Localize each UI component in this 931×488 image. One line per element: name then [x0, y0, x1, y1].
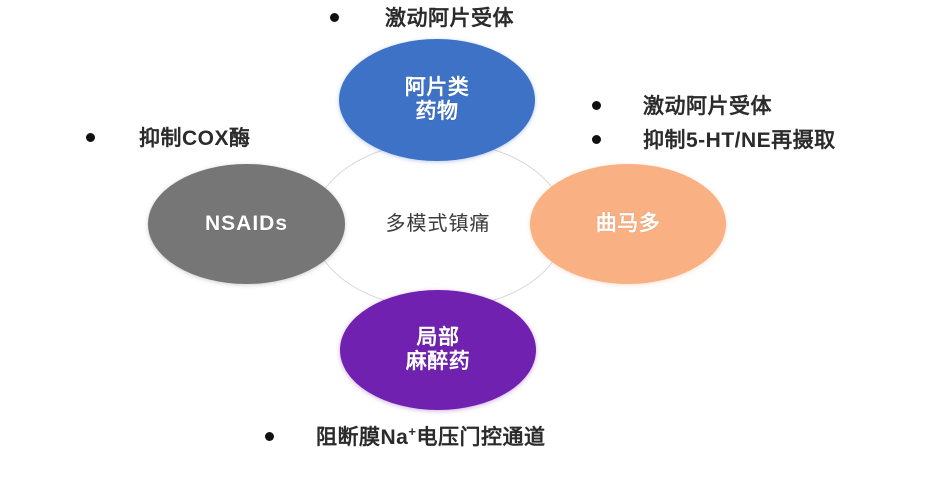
bullet-dot-icon	[592, 134, 601, 144]
annotation-top-item-1: 激动阿片受体	[330, 2, 514, 32]
annotation-right-item-1-text: 激动阿片受体	[643, 95, 772, 118]
bullet-dot-icon	[265, 431, 274, 441]
bullet-dot-icon	[330, 12, 339, 22]
node-tramadol-label: 曲马多	[595, 211, 661, 235]
annotation-right: 激动阿片受体 抑制5-HT/NE再摄取	[592, 90, 836, 154]
annotation-bottom: 阻断膜Na+电压门控通道	[265, 421, 545, 451]
annotation-bottom-item-1-text: 阻断膜Na+电压门控通道	[316, 421, 545, 451]
node-opioid-label: 阿片类 药物	[404, 75, 470, 123]
annotation-bottom-superscript: +	[408, 424, 417, 439]
node-nsaids-label: NSAIDs	[204, 211, 289, 235]
node-local-anesthetic[interactable]: 局部 麻醉药	[340, 290, 536, 410]
center-caption: 多模式镇痛	[385, 213, 491, 235]
annotation-right-item-2: 抑制5-HT/NE再摄取	[592, 124, 836, 154]
annotation-bottom-post: 电压门控通道	[416, 426, 546, 449]
annotation-left-item-1: 抑制COX酶	[86, 122, 251, 152]
bullet-dot-icon	[592, 100, 601, 110]
annotation-bottom-item-1: 阻断膜Na+电压门控通道	[265, 421, 545, 451]
annotation-left-item-1-text: 抑制COX酶	[139, 127, 251, 150]
node-tramadol[interactable]: 曲马多	[530, 164, 726, 284]
annotation-right-item-1: 激动阿片受体	[592, 90, 836, 120]
annotation-top-item-1-text: 激动阿片受体	[385, 7, 514, 30]
node-local-anesthetic-label: 局部 麻醉药	[405, 325, 471, 373]
annotation-top: 激动阿片受体	[330, 2, 514, 32]
node-nsaids[interactable]: NSAIDs	[148, 164, 345, 284]
bullet-dot-icon	[86, 132, 95, 142]
annotation-right-item-2-text: 抑制5-HT/NE再摄取	[643, 129, 836, 152]
annotation-left: 抑制COX酶	[86, 122, 251, 152]
annotation-bottom-pre: 阻断膜Na	[316, 426, 409, 449]
node-opioid[interactable]: 阿片类 药物	[339, 39, 535, 161]
